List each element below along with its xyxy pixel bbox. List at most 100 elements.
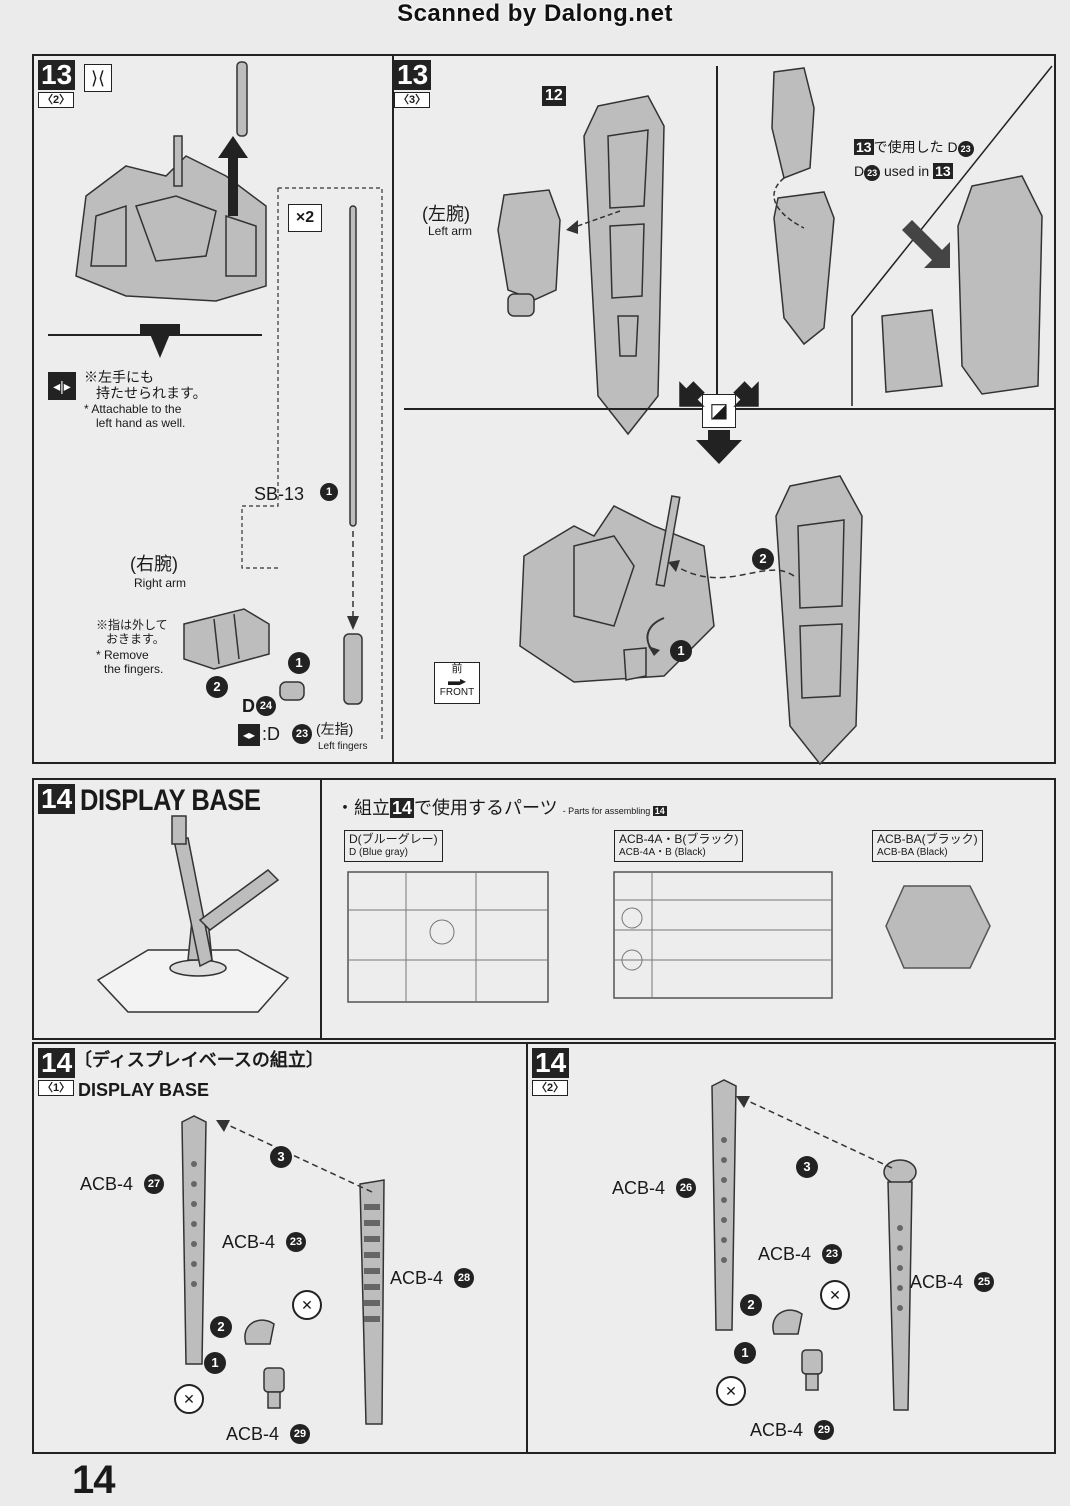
gundam-torso-illustration bbox=[75, 135, 267, 302]
page-number: 14 bbox=[72, 1458, 115, 1502]
part-d-alt-number: 23 bbox=[292, 724, 312, 744]
part-acb4-28-number: 28 bbox=[454, 1268, 474, 1288]
remove-jp-line1: ※指は外して bbox=[96, 618, 168, 632]
front-arrow-icon: ▬▸ bbox=[447, 674, 467, 688]
used-en-num: 23 bbox=[864, 165, 881, 181]
step-arrow-2: 2 bbox=[740, 1294, 762, 1316]
part-acb4-27: ACB-4 bbox=[80, 1174, 134, 1194]
arm-detail-illustration bbox=[771, 67, 835, 346]
step-number: 13 bbox=[38, 60, 76, 90]
part-acb4-28: ACB-4 bbox=[390, 1268, 444, 1288]
front-jp: 前 bbox=[451, 663, 463, 675]
part-acb4-25-number: 25 bbox=[974, 1272, 994, 1292]
step-arrow-2: 2 bbox=[752, 548, 774, 570]
diagonal-arrow bbox=[902, 220, 950, 268]
left-arm-en: Left arm bbox=[428, 224, 473, 238]
arm-part-right bbox=[359, 1179, 385, 1425]
step-arrow-3: 3 bbox=[796, 1156, 818, 1178]
part-acb4-25: ACB-4 bbox=[910, 1272, 964, 1292]
step-number: 14 bbox=[38, 784, 76, 814]
part-acb4-27-number: 27 bbox=[144, 1174, 164, 1194]
step13-panel: 13 〈2〉 ⟩⟨ ◂|▸ ※左手にも 持たせられます。 * Attachabl… bbox=[32, 54, 1056, 766]
note-jp-line1: ※左手にも bbox=[84, 369, 154, 385]
used-jp-ref: 13 bbox=[854, 139, 874, 155]
step-arrow-2: 2 bbox=[210, 1316, 232, 1338]
substep-number: 〈2〉 bbox=[38, 92, 75, 108]
remove-en-line1: * Remove bbox=[96, 648, 149, 662]
joint-cap-part bbox=[772, 1309, 803, 1335]
step13-2-section: 13 〈2〉 ⟩⟨ ◂|▸ ※左手にも 持たせられます。 * Attachabl… bbox=[34, 56, 394, 762]
step-arrow-1: 1 bbox=[670, 640, 692, 662]
right-arm-en: Right arm bbox=[134, 576, 187, 590]
left-arm-jp: (左腕) bbox=[422, 204, 470, 224]
attach-arrow bbox=[566, 210, 621, 234]
attach-path-2 bbox=[668, 560, 795, 579]
section-title-jp: 〔ディスプレイベースの組立〕 bbox=[74, 1050, 324, 1070]
substep-number: 〈1〉 bbox=[38, 1080, 75, 1096]
front-en: FRONT bbox=[439, 687, 475, 698]
part-acb4-26: ACB-4 bbox=[612, 1178, 666, 1198]
part-sb-13-number: 1 bbox=[320, 483, 338, 501]
right-arm-illustration bbox=[183, 608, 270, 670]
step14-2-section: 14 〈2〉 3 ACB-4 26 ACB-4 23 ACB-4 25 ACB-… bbox=[528, 1044, 1054, 1452]
runner-d-label: D(ブルーグレー)D (Blue gray) bbox=[344, 830, 443, 862]
note-en-line1: * Attachable to the bbox=[84, 402, 182, 416]
shield-lower-illustration bbox=[775, 475, 863, 766]
fist-part bbox=[279, 681, 305, 701]
runner-acbba-sprue bbox=[885, 885, 991, 969]
right-arm-jp: (右腕) bbox=[130, 554, 178, 574]
ref-step-badge: 12 bbox=[542, 86, 566, 106]
step14-model-section: 14 DISPLAY BASE bbox=[34, 780, 322, 1038]
display-base-illustration bbox=[96, 815, 290, 1013]
section-title-en: DISPLAY BASE bbox=[78, 1080, 210, 1100]
diagonal-divider bbox=[851, 65, 1053, 406]
joint-path-3 bbox=[736, 1096, 893, 1169]
peg-part bbox=[263, 1367, 285, 1409]
part-acb4-29: ACB-4 bbox=[226, 1424, 280, 1444]
swap-icon: ◂▸ bbox=[238, 724, 260, 746]
runner-acbba-label: ACB-BA(ブラック)ACB-BA (Black) bbox=[872, 830, 983, 862]
arm-part-left bbox=[711, 1079, 737, 1331]
part-d: D bbox=[242, 696, 255, 716]
rotate-icon: ◪ bbox=[702, 394, 736, 428]
rod-part bbox=[236, 61, 248, 137]
note-jp-line2: 持たせられます。 bbox=[96, 385, 207, 401]
runner-acb4-label: ACB-4A・B(ブラック)ACB-4A・B (Black) bbox=[614, 830, 744, 862]
remove-jp-line2: おきます。 bbox=[106, 632, 165, 646]
step-arrow-1: 1 bbox=[288, 652, 310, 674]
step-number: 14 bbox=[532, 1048, 570, 1078]
arm-part-right bbox=[883, 1159, 917, 1411]
scan-credit: Scanned by Dalong.net bbox=[397, 0, 673, 27]
part-acb4-23: ACB-4 bbox=[758, 1244, 812, 1264]
part-acb4-23-number: 23 bbox=[286, 1232, 306, 1252]
part-d-alt: :D bbox=[262, 724, 280, 744]
substep-number: 〈3〉 bbox=[394, 92, 431, 108]
arm-part-left bbox=[181, 1115, 207, 1365]
substep-number: 〈2〉 bbox=[532, 1080, 569, 1096]
part-d-number: 24 bbox=[256, 696, 276, 716]
peg-part bbox=[801, 1349, 823, 1391]
joint-cap-part bbox=[244, 1319, 275, 1345]
curved-arrow bbox=[646, 617, 665, 656]
mirror-icon: ⟩⟨ bbox=[84, 64, 112, 92]
no-glue-icon: ✕ bbox=[820, 1280, 850, 1310]
runner-d-sprue bbox=[347, 871, 549, 1003]
left-arm-illustration bbox=[497, 189, 561, 317]
shield-right-illustration bbox=[881, 175, 1043, 395]
no-glue-icon: ✕ bbox=[174, 1384, 204, 1414]
step-arrow-3: 3 bbox=[270, 1146, 292, 1168]
attach-icon: ◂|▸ bbox=[48, 372, 76, 400]
rod-callout-box bbox=[241, 187, 383, 742]
step-number: 13 bbox=[394, 60, 432, 90]
expand-arrows bbox=[679, 381, 759, 464]
part-acb4-29-number: 29 bbox=[290, 1424, 310, 1444]
runner-acb4-sprue bbox=[613, 871, 833, 999]
parts-heading-step: 14 bbox=[390, 798, 415, 818]
used-en-ref: 13 bbox=[933, 163, 953, 179]
part-acb4-23: ACB-4 bbox=[222, 1232, 276, 1252]
count-badge: ×2 bbox=[288, 204, 322, 232]
left-fingers-en: Left fingers bbox=[318, 741, 368, 752]
joint-path-3 bbox=[216, 1120, 373, 1193]
no-glue-icon: ✕ bbox=[292, 1290, 322, 1320]
